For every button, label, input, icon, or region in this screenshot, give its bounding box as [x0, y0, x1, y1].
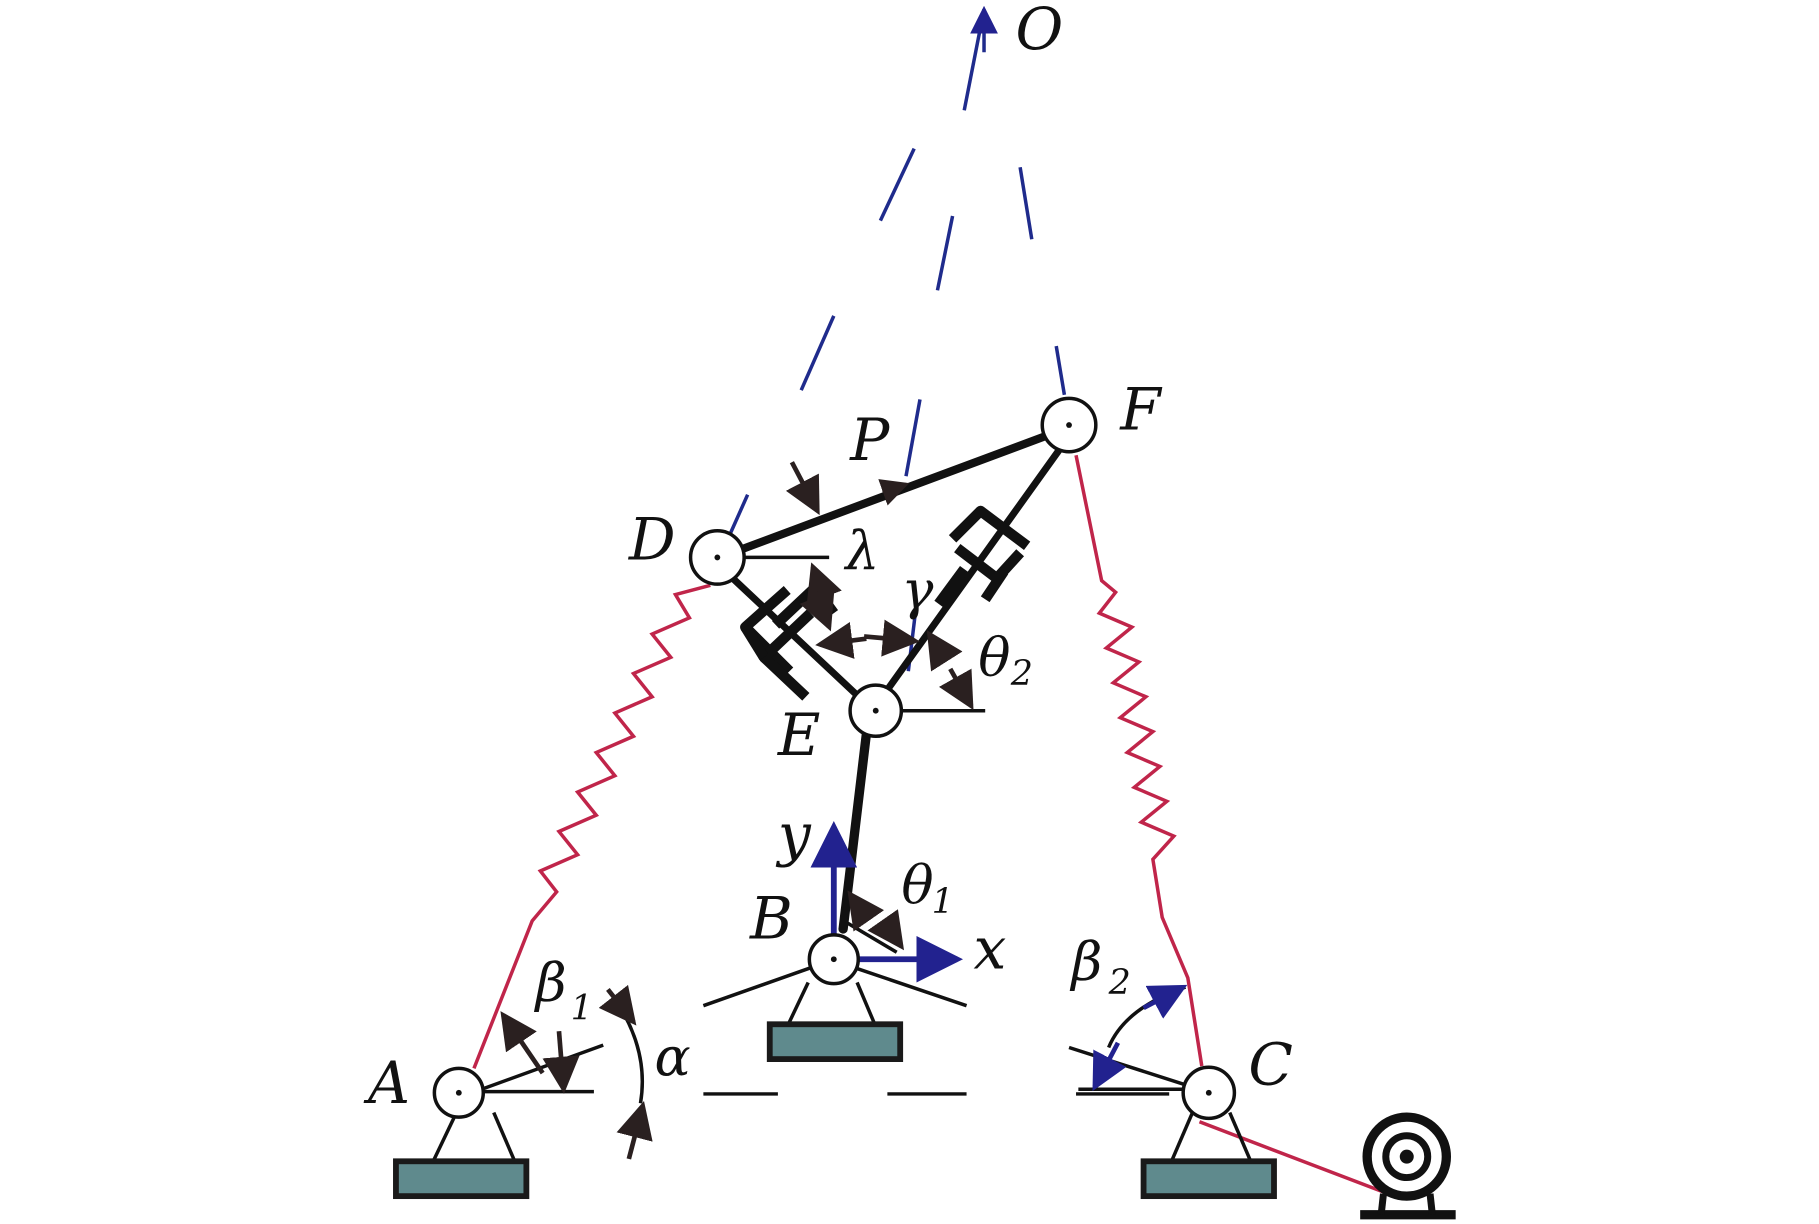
- label-c: C: [1248, 1031, 1293, 1099]
- label-a: A: [363, 1049, 410, 1117]
- base-c: [1140, 1158, 1277, 1200]
- support-b-legs: [702, 964, 968, 1028]
- label-y: y: [775, 801, 812, 869]
- label-theta1: θ: [901, 854, 933, 917]
- base-b: [766, 1021, 904, 1062]
- motor-icon: [1360, 1112, 1456, 1220]
- link-e-f: [872, 442, 1066, 710]
- spring-a-d: [472, 583, 711, 1070]
- label-x: x: [974, 915, 1007, 983]
- support-a-legs: [431, 1111, 517, 1163]
- angle-arrows-black: [500, 461, 974, 1160]
- label-beta1: β: [534, 951, 567, 1014]
- label-e: E: [777, 701, 820, 769]
- angle-arrows-blue: [1092, 984, 1188, 1092]
- label-alpha: α: [654, 1025, 690, 1088]
- base-a: [393, 1158, 530, 1200]
- dashed-extension-lines: [727, 8, 1067, 672]
- label-theta2: θ: [978, 626, 1010, 689]
- belt-c-motor: [1198, 1120, 1389, 1196]
- link-b-e: [838, 709, 874, 934]
- label-f: F: [1119, 376, 1163, 444]
- label-d: D: [628, 506, 676, 574]
- support-c-legs: [1169, 1111, 1253, 1162]
- label-lambda: λ: [843, 519, 879, 582]
- bases: [393, 1021, 1277, 1200]
- link-e-d: [724, 570, 875, 712]
- label-theta1-sub: 1: [932, 882, 954, 922]
- label-o: O: [1015, 0, 1063, 63]
- label-p: P: [849, 406, 890, 474]
- labels: O P F D λ γ θ 2 E y θ 1 B x β 1 α A β 2 …: [363, 0, 1293, 1117]
- cylinder-e-f: [934, 505, 1031, 607]
- spring-f-c: [1074, 454, 1204, 1067]
- label-gamma: γ: [901, 559, 934, 622]
- label-beta2: β: [1069, 930, 1102, 993]
- joint-centers: [455, 422, 1212, 1096]
- label-b: B: [749, 884, 793, 952]
- label-beta2-sub: 2: [1108, 963, 1131, 1003]
- label-theta2-sub: 2: [1010, 654, 1033, 694]
- p-arrow: [878, 479, 910, 506]
- label-beta1-sub: 1: [571, 989, 593, 1029]
